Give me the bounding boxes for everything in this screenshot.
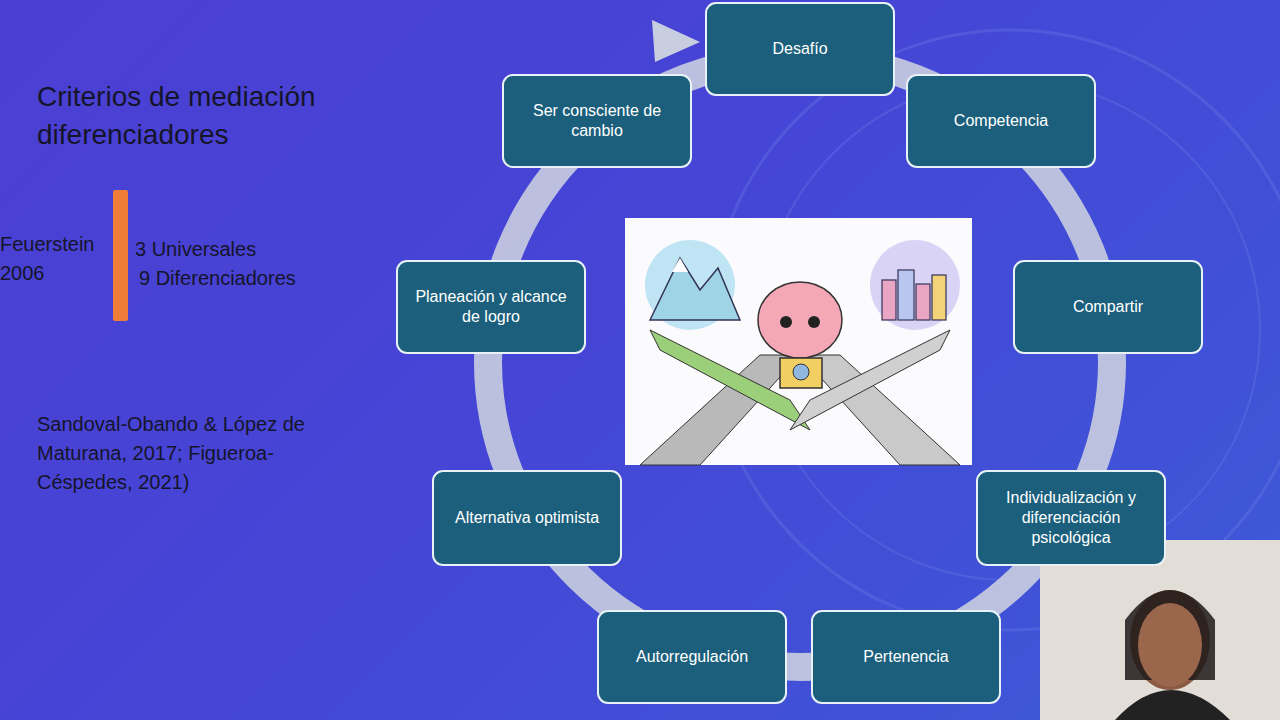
slide-note: Feuerstein 2006 — [0, 230, 108, 288]
slide-note: 3 Universales — [135, 236, 335, 262]
criterion-box: Compartir — [1013, 260, 1203, 354]
criterion-box: Autorregulación — [597, 610, 787, 704]
box-text: Ser consciente de cambio — [514, 101, 680, 141]
box-text: Individualización y diferenciación psico… — [988, 488, 1154, 548]
cycle-ring — [488, 57, 1112, 667]
orange-bracket — [113, 190, 128, 321]
criterion-box: Competencia — [906, 74, 1096, 168]
box-text: Autorregulación — [636, 647, 748, 667]
box-text: Planeación y alcance de logro — [408, 287, 574, 327]
box-text: Competencia — [954, 111, 1048, 131]
box-text: Alternativa optimista — [455, 508, 599, 528]
brain-illustration — [625, 218, 972, 465]
criterion-box: Ser consciente de cambio — [502, 74, 692, 168]
cycle-arrowhead — [652, 20, 700, 62]
criterion-box: Alternativa optimista — [432, 470, 622, 566]
criterion-box: Planeación y alcance de logro — [396, 260, 586, 354]
criterion-box: Desafío — [705, 2, 895, 96]
slide-note: 9 Diferenciadores — [139, 265, 359, 291]
criterion-box: Pertenencia — [811, 610, 1001, 704]
box-text: Compartir — [1073, 297, 1143, 317]
slide-title: Criterios de mediación diferenciadores — [37, 78, 367, 154]
slide-note: Sandoval-Obando & López de Maturana, 201… — [37, 410, 352, 497]
criterion-box: Individualización y diferenciación psico… — [976, 470, 1166, 566]
box-text: Desafío — [772, 39, 827, 59]
webcam-overlay — [1040, 540, 1280, 720]
box-text: Pertenencia — [863, 647, 948, 667]
